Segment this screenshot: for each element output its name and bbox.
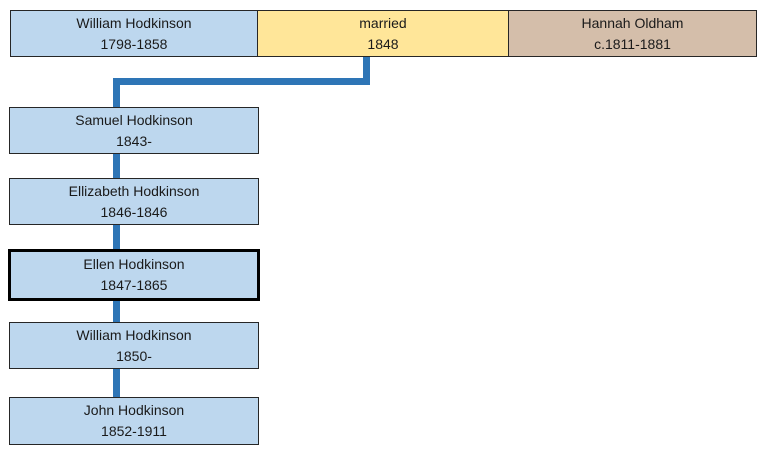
person-dates: 1846-1846 (100, 203, 168, 220)
person-dates: 1847-1865 (100, 277, 168, 293)
person-dates: 1850- (116, 347, 152, 364)
person-dates: 1852-1911 (101, 423, 167, 439)
person-dates: 1798-1858 (100, 35, 168, 52)
connector-children-spine (113, 78, 120, 400)
person-name: Samuel Hodkinson (75, 111, 193, 128)
person-box-ellen-hodkinson-selected[interactable]: Ellen Hodkinson 1847-1865 (8, 249, 260, 301)
person-name: William Hodkinson (76, 14, 192, 31)
person-name: William Hodkinson (76, 326, 192, 343)
person-box-william-hodkinson-jr[interactable]: William Hodkinson 1850- (9, 322, 259, 369)
person-name: John Hodkinson (83, 402, 185, 418)
person-dates: 1843- (116, 132, 152, 149)
marriage-label: married (359, 14, 407, 31)
person-dates: c.1811-1881 (594, 35, 671, 52)
connector-marriage-drop (363, 56, 370, 85)
person-box-john-hodkinson[interactable]: John Hodkinson 1852-1911 (9, 397, 259, 445)
person-box-william-hodkinson-sr[interactable]: William Hodkinson 1798-1858 (10, 10, 258, 57)
marriage-date: 1848 (367, 35, 399, 52)
person-box-hannah-oldham[interactable]: Hannah Oldham c.1811-1881 (508, 10, 757, 57)
person-box-samuel-hodkinson[interactable]: Samuel Hodkinson 1843- (9, 107, 259, 154)
person-box-ellizabeth-hodkinson[interactable]: Ellizabeth Hodkinson 1846-1846 (9, 178, 259, 225)
marriage-box[interactable]: married 1848 (257, 10, 509, 57)
person-name: Ellen Hodkinson (83, 256, 185, 272)
person-name: Hannah Oldham (581, 14, 684, 31)
person-name: Ellizabeth Hodkinson (68, 182, 200, 199)
connector-horizontal (113, 78, 370, 85)
